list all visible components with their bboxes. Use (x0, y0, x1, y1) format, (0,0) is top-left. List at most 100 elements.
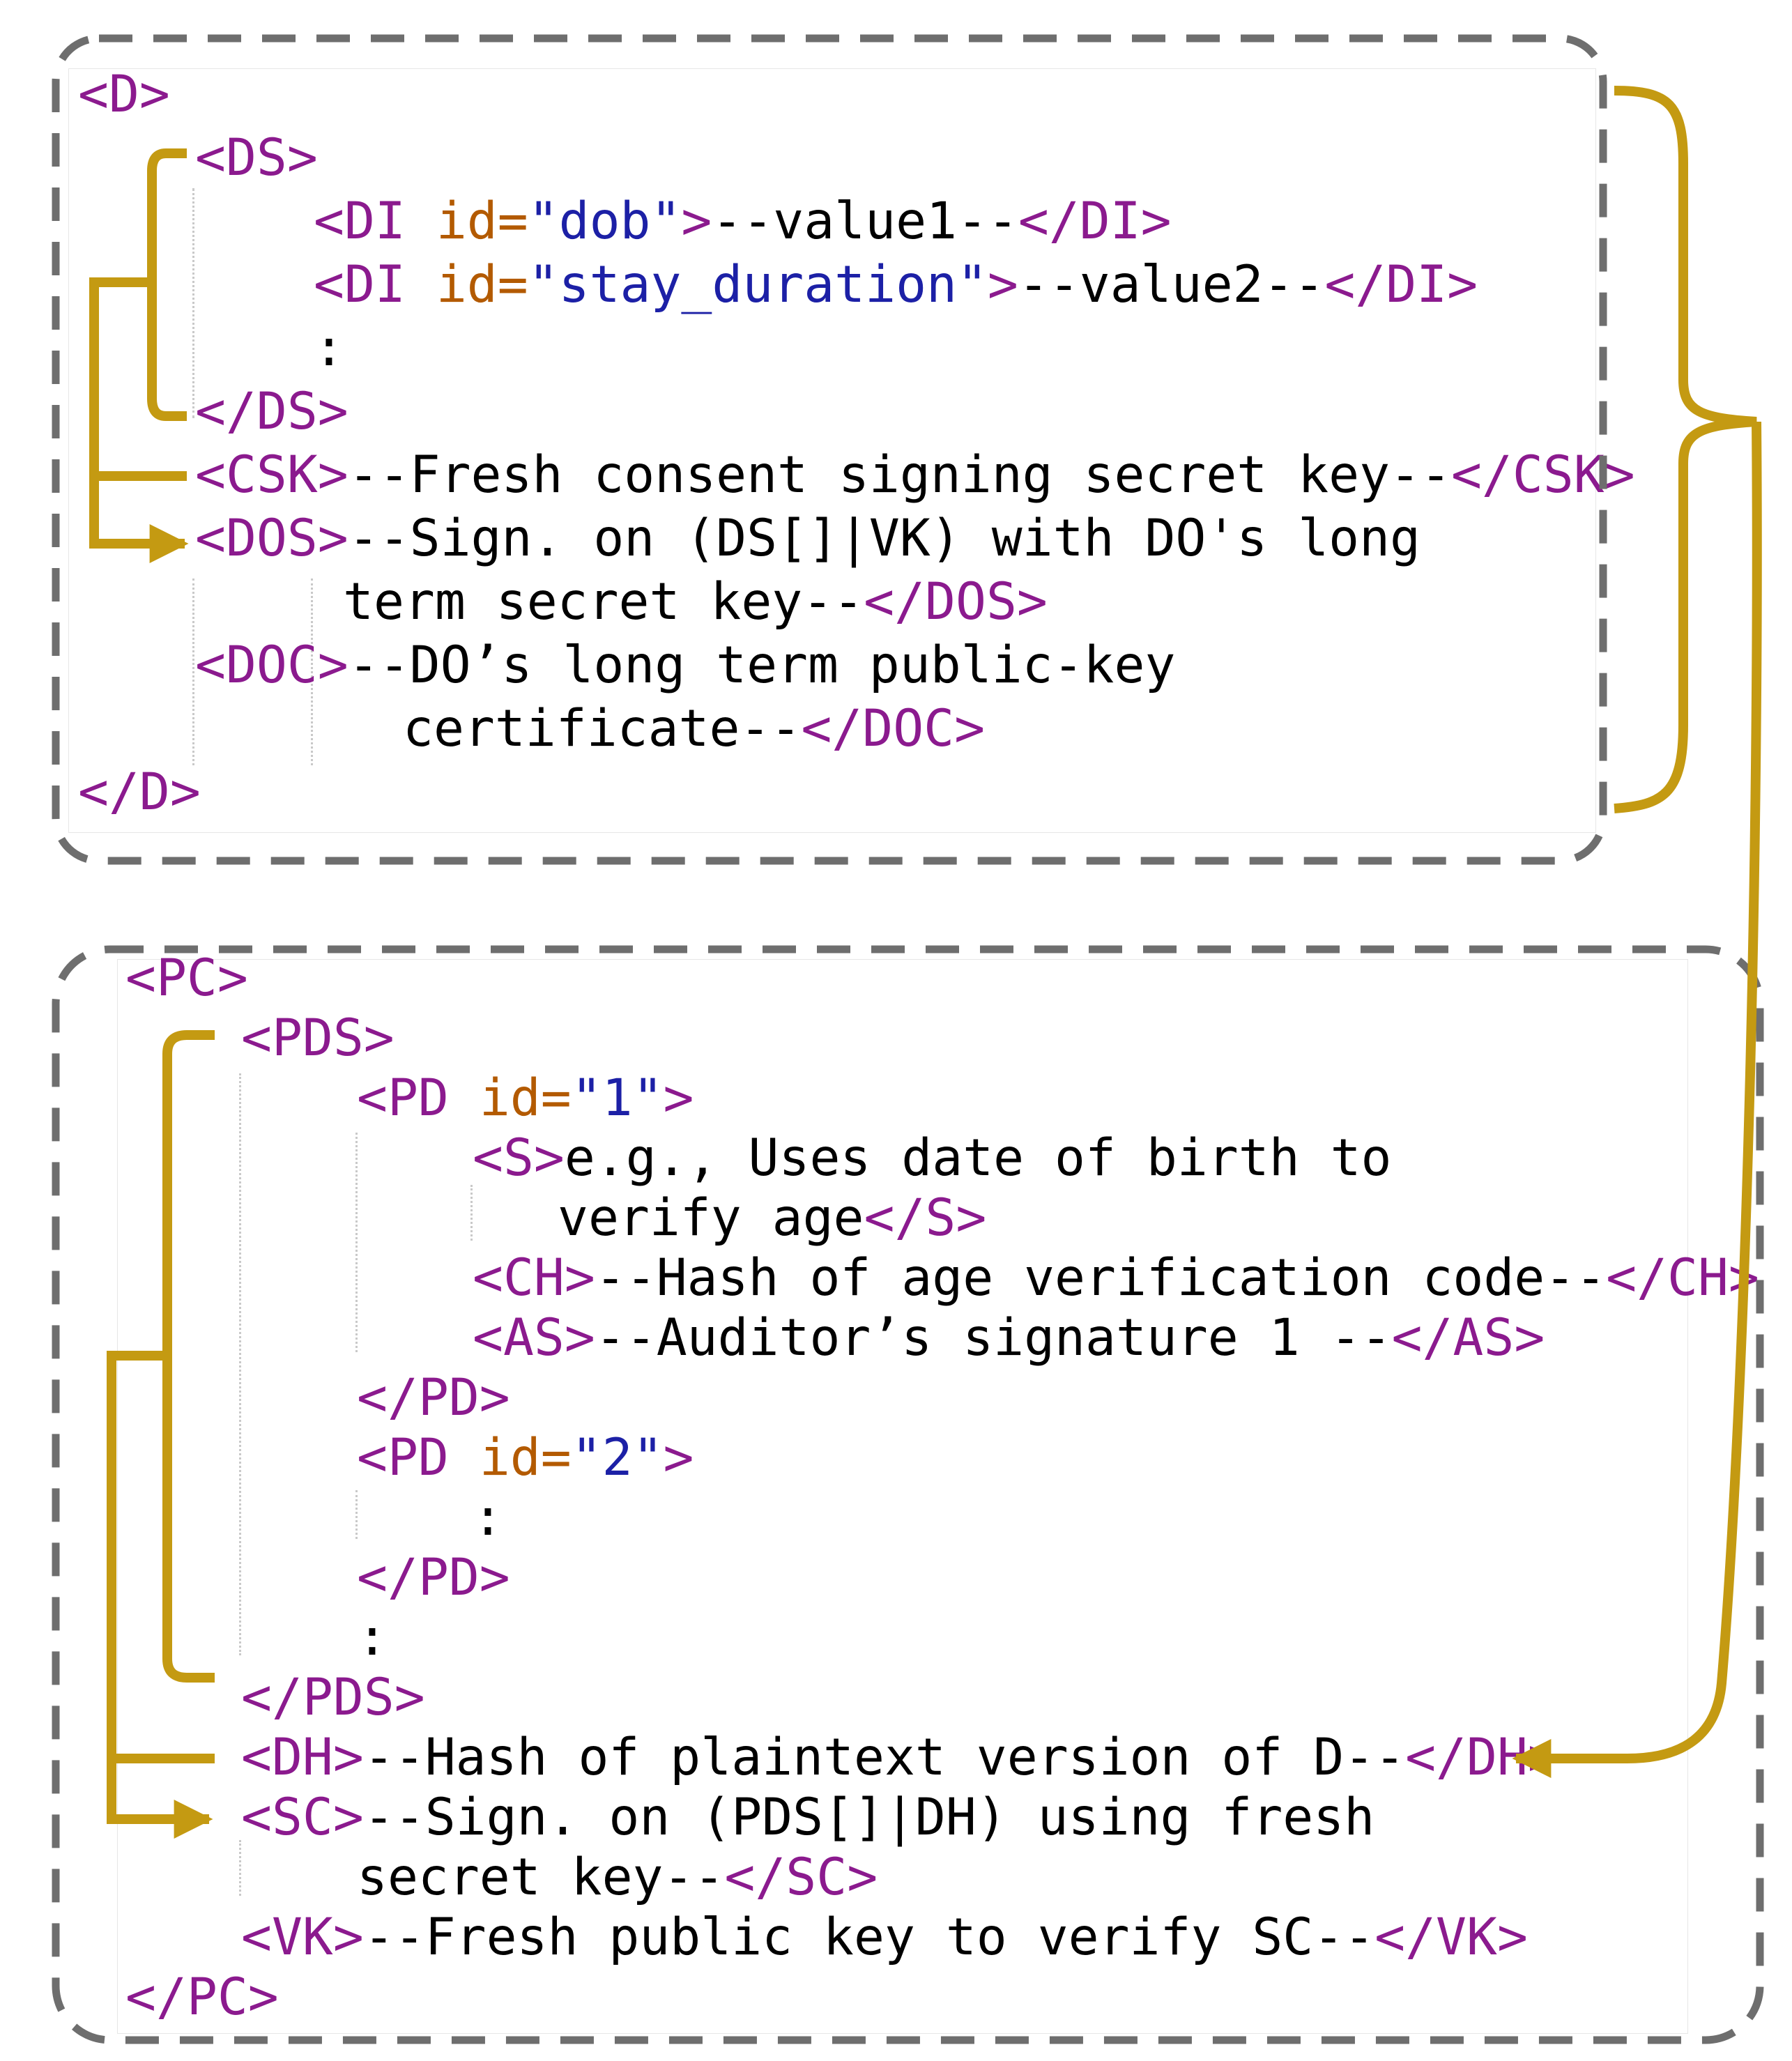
code-line-ds-close: </DS> (195, 381, 349, 443)
as-text: --Auditor’s signature 1 -- (595, 1308, 1392, 1367)
tag-di-close: </DI> (1324, 255, 1478, 314)
tag-pd-open: <PD (357, 1428, 449, 1487)
code-line-pds-close: </PDS> (241, 1667, 425, 1729)
code-line-doc-1: <DOC>--DO’s long term public-key (195, 635, 1175, 696)
tag-ch-close: </CH> (1606, 1248, 1759, 1308)
vk-text: --Fresh public key to verify SC-- (363, 1908, 1375, 1967)
csk-text: --Fresh consent signing secret key-- (348, 445, 1451, 505)
indent-guide (355, 1133, 358, 1352)
tag-dos-close: </DOS> (864, 572, 1048, 631)
pc-code-panel (117, 959, 1688, 2034)
tag-pds-close: </PDS> (241, 1668, 425, 1727)
dh-text: --Hash of plaintext version of D-- (363, 1728, 1406, 1787)
code-line-dh: <DH>--Hash of plaintext version of D--</… (241, 1727, 1559, 1788)
tag-dos-open: <DOS> (195, 509, 349, 568)
tag-d-open: <D> (78, 65, 170, 124)
code-line-vk: <VK>--Fresh public key to verify SC--</V… (241, 1907, 1528, 1968)
attr-id: id= (436, 192, 528, 251)
tag-doc-close: </DOC> (801, 699, 986, 758)
attr-value-2: "2" (571, 1428, 664, 1487)
tag-ds-close: </DS> (195, 382, 349, 441)
tag-ds-open: <DS> (195, 128, 318, 187)
tag-vk-close: </VK> (1374, 1908, 1528, 1967)
tag-pc-close: </PC> (125, 1968, 279, 2027)
s-text-2: verify age (558, 1188, 864, 1248)
code-line-pd1-open: <PD id="1"> (357, 1068, 694, 1129)
tag-ch-open: <CH> (473, 1248, 595, 1308)
tag-di-open: <DI (314, 255, 406, 314)
tag-di-close: </DI> (1018, 192, 1172, 251)
tag-gt: > (663, 1428, 694, 1487)
code-line-csk: <CSK>--Fresh consent signing secret key-… (195, 445, 1635, 506)
code-line-di-stay-duration: <DI id="stay_duration">--value2--</DI> (314, 254, 1478, 316)
indent-guide (239, 1073, 241, 1655)
tag-gt: > (663, 1068, 694, 1128)
code-line-sc-2: secret key--</SC> (357, 1847, 878, 1908)
ellipsis-colon: : (314, 319, 344, 378)
code-line-pc-close: </PC> (125, 1967, 279, 2028)
attr-id: id= (479, 1068, 572, 1128)
attr-value-stay-duration: "stay_duration" (528, 255, 988, 314)
s-text-1: e.g., Uses date of birth to (564, 1128, 1392, 1188)
d-curly-brace (1614, 86, 1757, 813)
ellipsis-colon: : (473, 1488, 503, 1547)
tag-gt: > (987, 255, 1018, 314)
attr-id: id= (436, 255, 528, 314)
tag-s-close: </S> (864, 1188, 987, 1248)
tag-as-open: <AS> (473, 1308, 595, 1367)
code-line-sc-1: <SC>--Sign. on (PDS[]|DH) using fresh (241, 1787, 1374, 1848)
code-line-di-dob: <DI id="dob">--value1--</DI> (314, 191, 1172, 252)
code-line-pd2-ellipsis: : (473, 1487, 503, 1549)
sc-text-1: --Sign. on (PDS[]|DH) using fresh (363, 1788, 1375, 1847)
code-line-d-close: </D> (78, 762, 201, 823)
tag-pd-close: </PD> (357, 1368, 510, 1427)
tag-as-close: </AS> (1391, 1308, 1545, 1367)
tag-s-open: <S> (473, 1128, 565, 1188)
doc-text-2: certificate-- (403, 699, 802, 758)
code-line-s-2: verify age</S> (558, 1188, 986, 1249)
doc-text-1: --DO’s long term public-key (348, 636, 1176, 695)
indent-guide (355, 1490, 358, 1539)
tag-pds-open: <PDS> (241, 1009, 395, 1068)
attr-id: id= (479, 1428, 572, 1487)
code-line-doc-2: certificate--</DOC> (403, 698, 985, 760)
dos-text-2: term secret key-- (343, 572, 864, 631)
tag-doc-open: <DOC> (195, 636, 349, 695)
di-dob-text: --value1-- (712, 192, 1018, 251)
tag-dh-close: </DH> (1405, 1728, 1559, 1787)
tag-d-close: </D> (78, 763, 201, 822)
tag-di-open: <DI (314, 192, 406, 251)
ellipsis-colon: : (357, 1608, 388, 1667)
code-line-pd2-open: <PD id="2"> (357, 1427, 694, 1489)
attr-value-dob: "dob" (528, 192, 682, 251)
di-stay-duration-text: --value2-- (1018, 255, 1325, 314)
sc-text-2: secret key-- (357, 1848, 725, 1907)
code-line-dos-1: <DOS>--Sign. on (DS[]|VK) with DO's long (195, 508, 1420, 569)
tag-csk-close: </CSK> (1450, 445, 1635, 505)
tag-vk-open: <VK> (241, 1908, 364, 1967)
tag-sc-open: <SC> (241, 1788, 364, 1847)
tag-dh-open: <DH> (241, 1728, 364, 1787)
code-line-ds-ellipsis: : (314, 318, 344, 379)
tag-pd-close: </PD> (357, 1548, 510, 1607)
tag-pc-open: <PC> (125, 949, 248, 1008)
attr-value-1: "1" (571, 1068, 664, 1128)
code-line-d-open: <D> (78, 64, 170, 125)
dos-text-1: --Sign. on (DS[]|VK) with DO's long (348, 509, 1420, 568)
code-line-ch: <CH>--Hash of age verification code--</C… (473, 1248, 1759, 1309)
indent-guide (192, 579, 194, 765)
code-line-pd1-close: </PD> (357, 1367, 510, 1429)
code-line-dos-2: term secret key--</DOS> (343, 572, 1048, 633)
indent-guide (239, 1840, 241, 1896)
code-line-pc-open: <PC> (125, 948, 248, 1009)
tag-gt: > (681, 192, 712, 251)
indent-guide (192, 188, 194, 418)
code-line-as: <AS>--Auditor’s signature 1 --</AS> (473, 1308, 1545, 1369)
code-line-ds-open: <DS> (195, 128, 318, 189)
indent-guide (470, 1185, 473, 1241)
tag-sc-close: </SC> (724, 1848, 878, 1907)
code-line-pds-open: <PDS> (241, 1008, 395, 1069)
code-line-pds-ellipsis: : (357, 1607, 388, 1669)
code-line-pd2-close: </PD> (357, 1547, 510, 1609)
